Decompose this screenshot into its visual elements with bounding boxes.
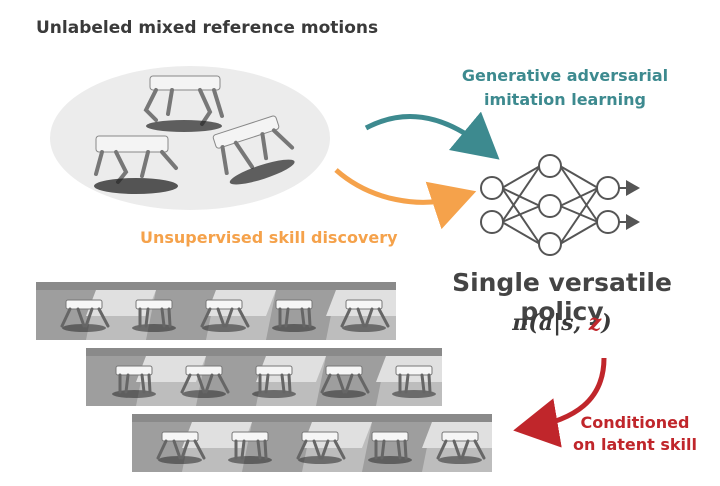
gail-label-line1: Generative adversarial — [461, 66, 669, 85]
conditioned-label-line2: on latent skill — [573, 435, 697, 454]
conditioned-arrow — [513, 357, 607, 448]
formula-suffix: ) — [601, 310, 612, 336]
strip-robot — [112, 365, 156, 398]
strip-robot — [132, 299, 176, 332]
strip-robot — [180, 365, 230, 398]
robot-figure-3 — [212, 115, 295, 185]
strip-robot — [156, 431, 206, 464]
conditioned-label: Conditioned on latent skill — [560, 412, 710, 456]
policy-title: Single versatile policy — [452, 268, 672, 326]
gail-arrow — [364, 111, 500, 160]
formula-prefix: π(a|s, — [512, 310, 589, 336]
gail-label-line2: imitation learning — [484, 90, 646, 109]
robot-figure-1 — [143, 75, 224, 132]
gail-label: Generative adversarial imitation learnin… — [410, 64, 720, 112]
strip-robot — [200, 299, 250, 332]
strip-robot — [436, 431, 486, 464]
usd-arrow — [334, 168, 477, 230]
conditioned-label-line1: Conditioned — [580, 413, 690, 432]
strip-robot — [228, 431, 272, 464]
strip-robot — [340, 299, 390, 332]
neural-network-icon — [480, 154, 640, 256]
strip-robot — [60, 299, 110, 332]
strip-robot — [272, 299, 316, 332]
strip-robot — [252, 365, 296, 398]
strip-robot — [392, 365, 436, 398]
reference-motions-title: Unlabeled mixed reference motions — [36, 18, 379, 38]
usd-label: Unsupervised skill discovery — [140, 228, 398, 247]
strip-robot — [368, 431, 412, 464]
strip-robots — [60, 299, 486, 464]
robot-figure-2 — [94, 135, 178, 194]
strip-robot — [296, 431, 346, 464]
strip-robot — [320, 365, 370, 398]
policy-formula: π(a|s, z) — [412, 310, 712, 336]
formula-latent-z: z — [588, 310, 602, 336]
